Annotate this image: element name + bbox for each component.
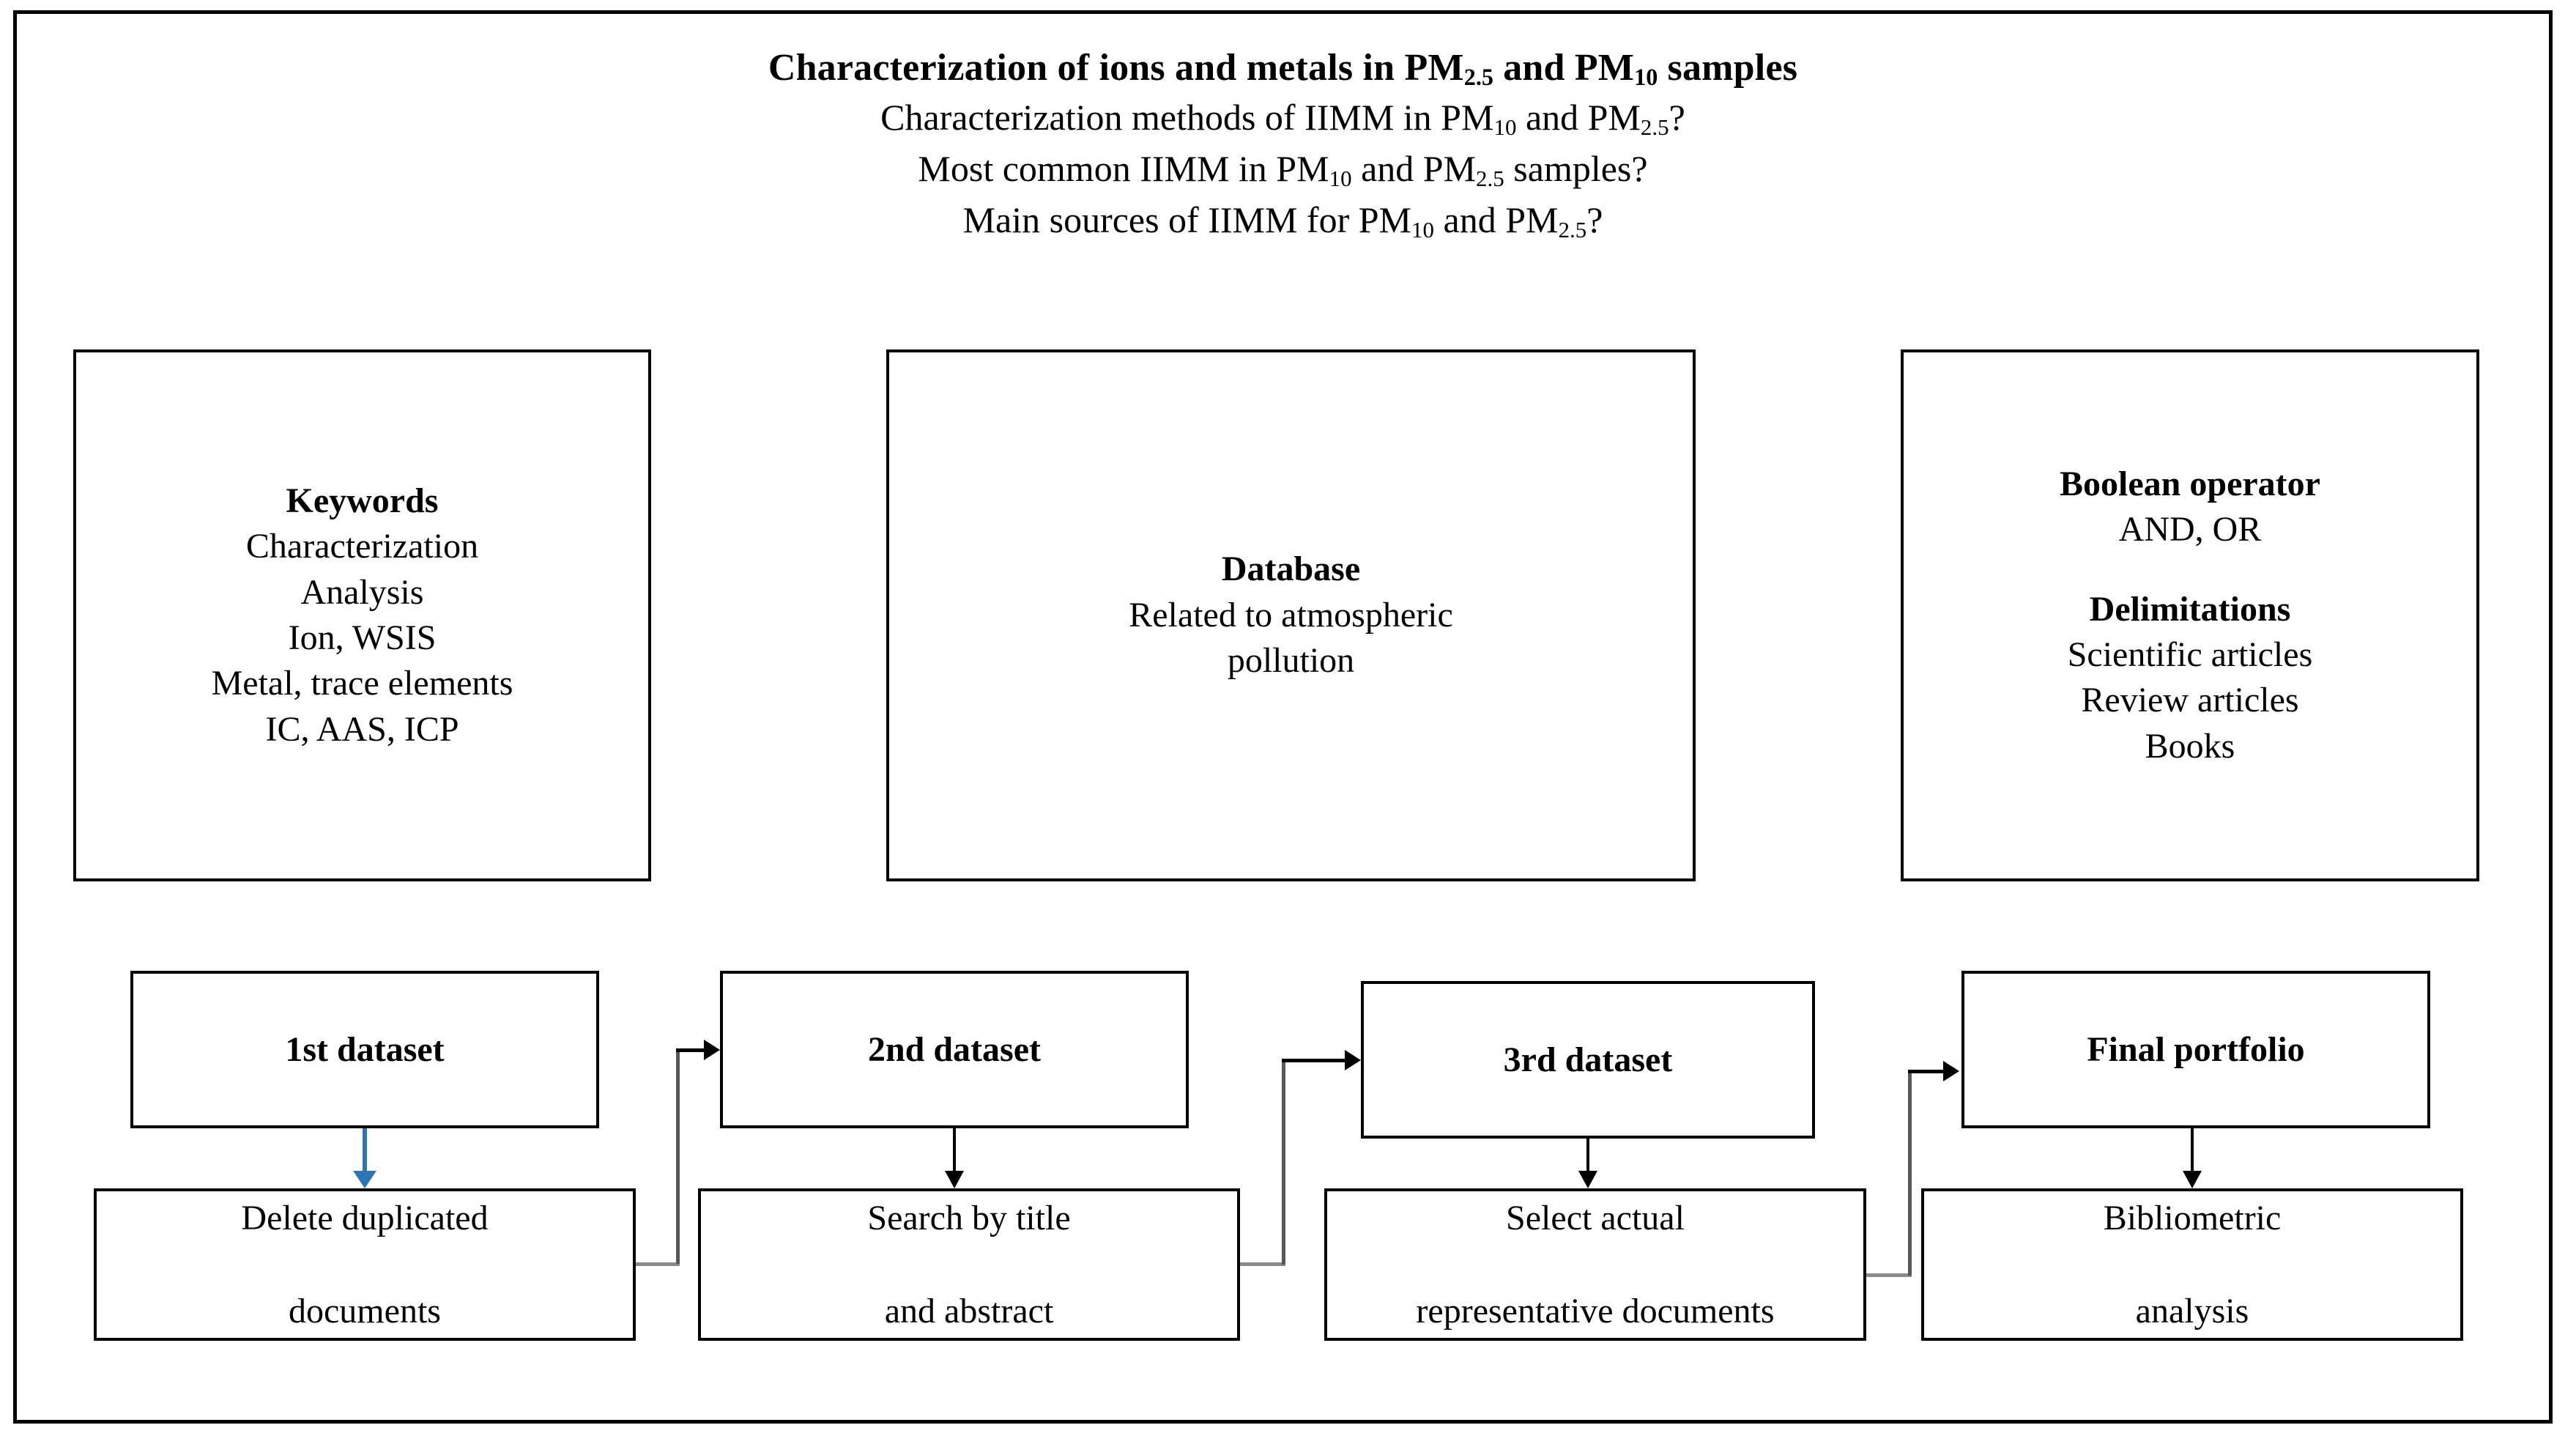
process-4-line-2: analysis bbox=[2135, 1291, 2249, 1331]
q3-part-a: Main sources of IIMM for PM bbox=[962, 199, 1411, 240]
q1-part-c: ? bbox=[1669, 97, 1685, 138]
title-text-prefix: Characterization of ions and metals in P… bbox=[768, 47, 1464, 89]
dataset-3-label: 3rd dataset bbox=[1503, 1040, 1673, 1079]
keywords-item: Metal, trace elements bbox=[211, 664, 513, 703]
q2-sub-2point5: 2.5 bbox=[1476, 165, 1504, 191]
q3-sub-10: 10 bbox=[1411, 216, 1434, 243]
connector-segment-vertical bbox=[1282, 1059, 1285, 1265]
q1-sub-10: 10 bbox=[1493, 114, 1517, 140]
process-3-line-1: Select actual bbox=[1506, 1198, 1685, 1237]
final-portfolio-box: Final portfolio bbox=[1961, 971, 2430, 1128]
keywords-item: Ion, WSIS bbox=[288, 618, 437, 657]
boolean-delimitations-box: Boolean operator AND, OR Delimitations S… bbox=[1901, 349, 2479, 881]
title-sub-2point5: 2.5 bbox=[1463, 64, 1493, 91]
process-3-text: Select actual representative documents bbox=[1416, 1195, 1774, 1334]
figure-title: Characterization of ions and metals in P… bbox=[17, 49, 2549, 89]
arrow-shaft bbox=[2191, 1128, 2194, 1171]
dataset-box-1: 1st dataset bbox=[130, 971, 599, 1128]
research-question-2: Most common IIMM in PM10 and PM2.5 sampl… bbox=[17, 150, 2549, 190]
connector-segment-horizontal bbox=[1866, 1273, 1912, 1277]
q2-part-a: Most common IIMM in PM bbox=[918, 148, 1329, 189]
arrow-head bbox=[1578, 1171, 1597, 1188]
research-question-1: Characterization methods of IIMM in PM10… bbox=[17, 99, 2549, 138]
q3-part-c: ? bbox=[1586, 199, 1603, 240]
process-1-text: Delete duplicated documents bbox=[241, 1195, 488, 1334]
connector-arrow-head bbox=[1345, 1050, 1361, 1070]
arrow-shaft bbox=[363, 1128, 367, 1171]
connector-segment-horizontal bbox=[636, 1262, 680, 1266]
title-text-suffix: samples bbox=[1658, 47, 1798, 89]
keywords-item: Characterization bbox=[245, 527, 479, 566]
process-2-line-2: and abstract bbox=[884, 1291, 1054, 1331]
arrow-shaft bbox=[953, 1128, 956, 1171]
q1-sub-2point5: 2.5 bbox=[1640, 114, 1669, 140]
delimitations-item: Books bbox=[2145, 726, 2235, 766]
database-box: Database Related to atmospheric pollutio… bbox=[886, 349, 1696, 881]
process-2-line-1: Search by title bbox=[867, 1198, 1071, 1237]
database-item: pollution bbox=[1227, 641, 1355, 681]
flowchart-figure: Characterization of ions and metals in P… bbox=[13, 10, 2553, 1424]
arrow-head bbox=[2183, 1171, 2202, 1188]
keywords-heading: Keywords bbox=[286, 481, 439, 520]
q1-part-b: and PM bbox=[1516, 97, 1641, 138]
process-box-search-title-abstract: Search by title and abstract bbox=[698, 1188, 1240, 1341]
final-portfolio-label: Final portfolio bbox=[2087, 1029, 2305, 1069]
q3-sub-2point5: 2.5 bbox=[1558, 216, 1587, 243]
connector-segment-horizontal bbox=[676, 1048, 707, 1052]
dataset-1-label: 1st dataset bbox=[285, 1029, 445, 1069]
keywords-box: Keywords Characterization Analysis Ion, … bbox=[73, 349, 651, 881]
arrow-head bbox=[945, 1171, 964, 1188]
database-heading: Database bbox=[1221, 549, 1361, 589]
connector-segment-horizontal bbox=[1908, 1070, 1946, 1073]
title-sub-10: 10 bbox=[1634, 64, 1658, 91]
process-1-line-1: Delete duplicated bbox=[241, 1198, 489, 1237]
process-box-select-representative: Select actual representative documents bbox=[1324, 1188, 1866, 1341]
connector-arrow-head bbox=[1943, 1061, 1959, 1081]
arrow-shaft bbox=[1586, 1139, 1589, 1171]
connector-arrow-head bbox=[704, 1040, 720, 1060]
connector-segment-vertical bbox=[1908, 1070, 1912, 1276]
process-3-line-2: representative documents bbox=[1416, 1291, 1775, 1331]
delimitations-item: Review articles bbox=[2081, 681, 2299, 720]
connector-segment-horizontal bbox=[1282, 1059, 1348, 1062]
process-box-delete-duplicates: Delete duplicated documents bbox=[94, 1188, 636, 1341]
keywords-item: IC, AAS, ICP bbox=[265, 709, 459, 749]
q3-part-b: and PM bbox=[1434, 199, 1559, 240]
research-question-3: Main sources of IIMM for PM10 and PM2.5? bbox=[17, 201, 2549, 241]
q1-part-a: Characterization methods of IIMM in PM bbox=[880, 97, 1494, 138]
boolean-item: AND, OR bbox=[2118, 510, 2262, 549]
delimitations-item: Scientific articles bbox=[2067, 635, 2313, 674]
connector-segment-vertical bbox=[676, 1048, 680, 1264]
title-text-mid: and PM bbox=[1493, 47, 1635, 89]
process-2-text: Search by title and abstract bbox=[867, 1195, 1070, 1334]
process-1-line-2: documents bbox=[289, 1291, 441, 1331]
keywords-item: Analysis bbox=[300, 572, 424, 612]
q2-part-c: samples? bbox=[1504, 148, 1648, 189]
delimitations-heading: Delimitations bbox=[2089, 589, 2291, 629]
process-box-bibliometric-analysis: Bibliometric analysis bbox=[1921, 1188, 2463, 1341]
dataset-2-label: 2nd dataset bbox=[867, 1029, 1042, 1069]
process-4-line-1: Bibliometric bbox=[2103, 1198, 2282, 1237]
connector-segment-horizontal bbox=[1240, 1262, 1285, 1266]
process-4-text: Bibliometric analysis bbox=[2104, 1195, 2282, 1334]
dataset-box-3: 3rd dataset bbox=[1361, 981, 1815, 1139]
q2-part-b: and PM bbox=[1351, 148, 1477, 189]
database-item: Related to atmospheric bbox=[1129, 595, 1453, 634]
arrow-head bbox=[353, 1171, 376, 1188]
dataset-box-2: 2nd dataset bbox=[720, 971, 1189, 1128]
boolean-heading: Boolean operator bbox=[2060, 464, 2320, 503]
q2-sub-10: 10 bbox=[1329, 165, 1352, 191]
